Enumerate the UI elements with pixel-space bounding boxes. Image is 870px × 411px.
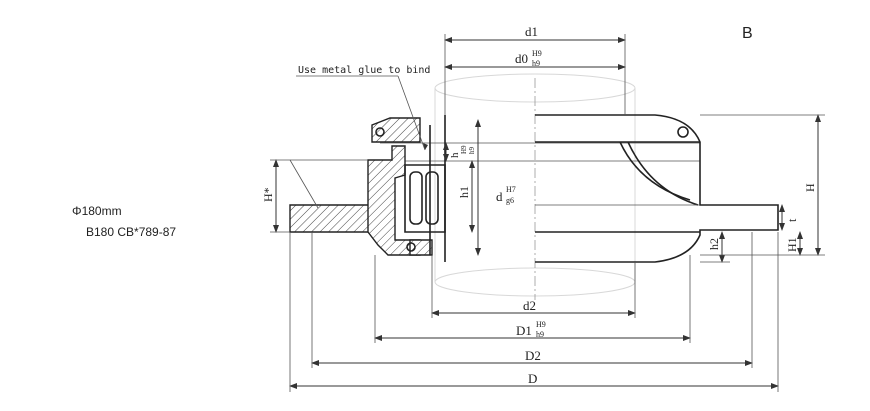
dim-h: h [449,152,461,158]
dim-d0-tol-top: H9 [532,49,542,58]
dim-d2: d2 [523,298,536,313]
dim-h-tol-bot: h9 [468,147,476,155]
dim-H: H [803,183,817,192]
dim-h1: h1 [457,186,471,198]
dim-D1-tol-top: H9 [536,320,546,329]
dim-d0: d0 [515,51,528,66]
dim-D: D [528,371,537,386]
glue-note: Use metal glue to bind [298,65,430,76]
dim-D2: D2 [525,348,541,363]
vertical-dimensions [270,114,825,263]
dim-D1: D1 [516,323,532,338]
dim-d0-tol-bot: h9 [532,59,540,68]
dim-d-tol-bot: g6 [506,196,514,205]
note-leader [296,75,428,151]
view-label: B [742,25,753,42]
dim-d1: d1 [525,24,538,39]
dim-D1-tol-bot: h9 [536,330,544,339]
spec-standard: B180 CB*789-87 [86,225,176,239]
dim-h-tol: H9 [460,145,468,154]
spec-diameter: Φ180mm [72,204,122,218]
dim-d-tol-top: H7 [506,185,516,194]
right-section [535,114,779,263]
dim-d: d [496,189,503,204]
top-dimensions [444,34,626,115]
dim-H1: H1 [785,237,799,252]
dim-H-left: H* [261,187,275,202]
left-section [289,115,446,262]
dim-h2: h2 [707,238,721,250]
dim-t: t [785,218,799,222]
bottom-dimensions [289,232,779,392]
